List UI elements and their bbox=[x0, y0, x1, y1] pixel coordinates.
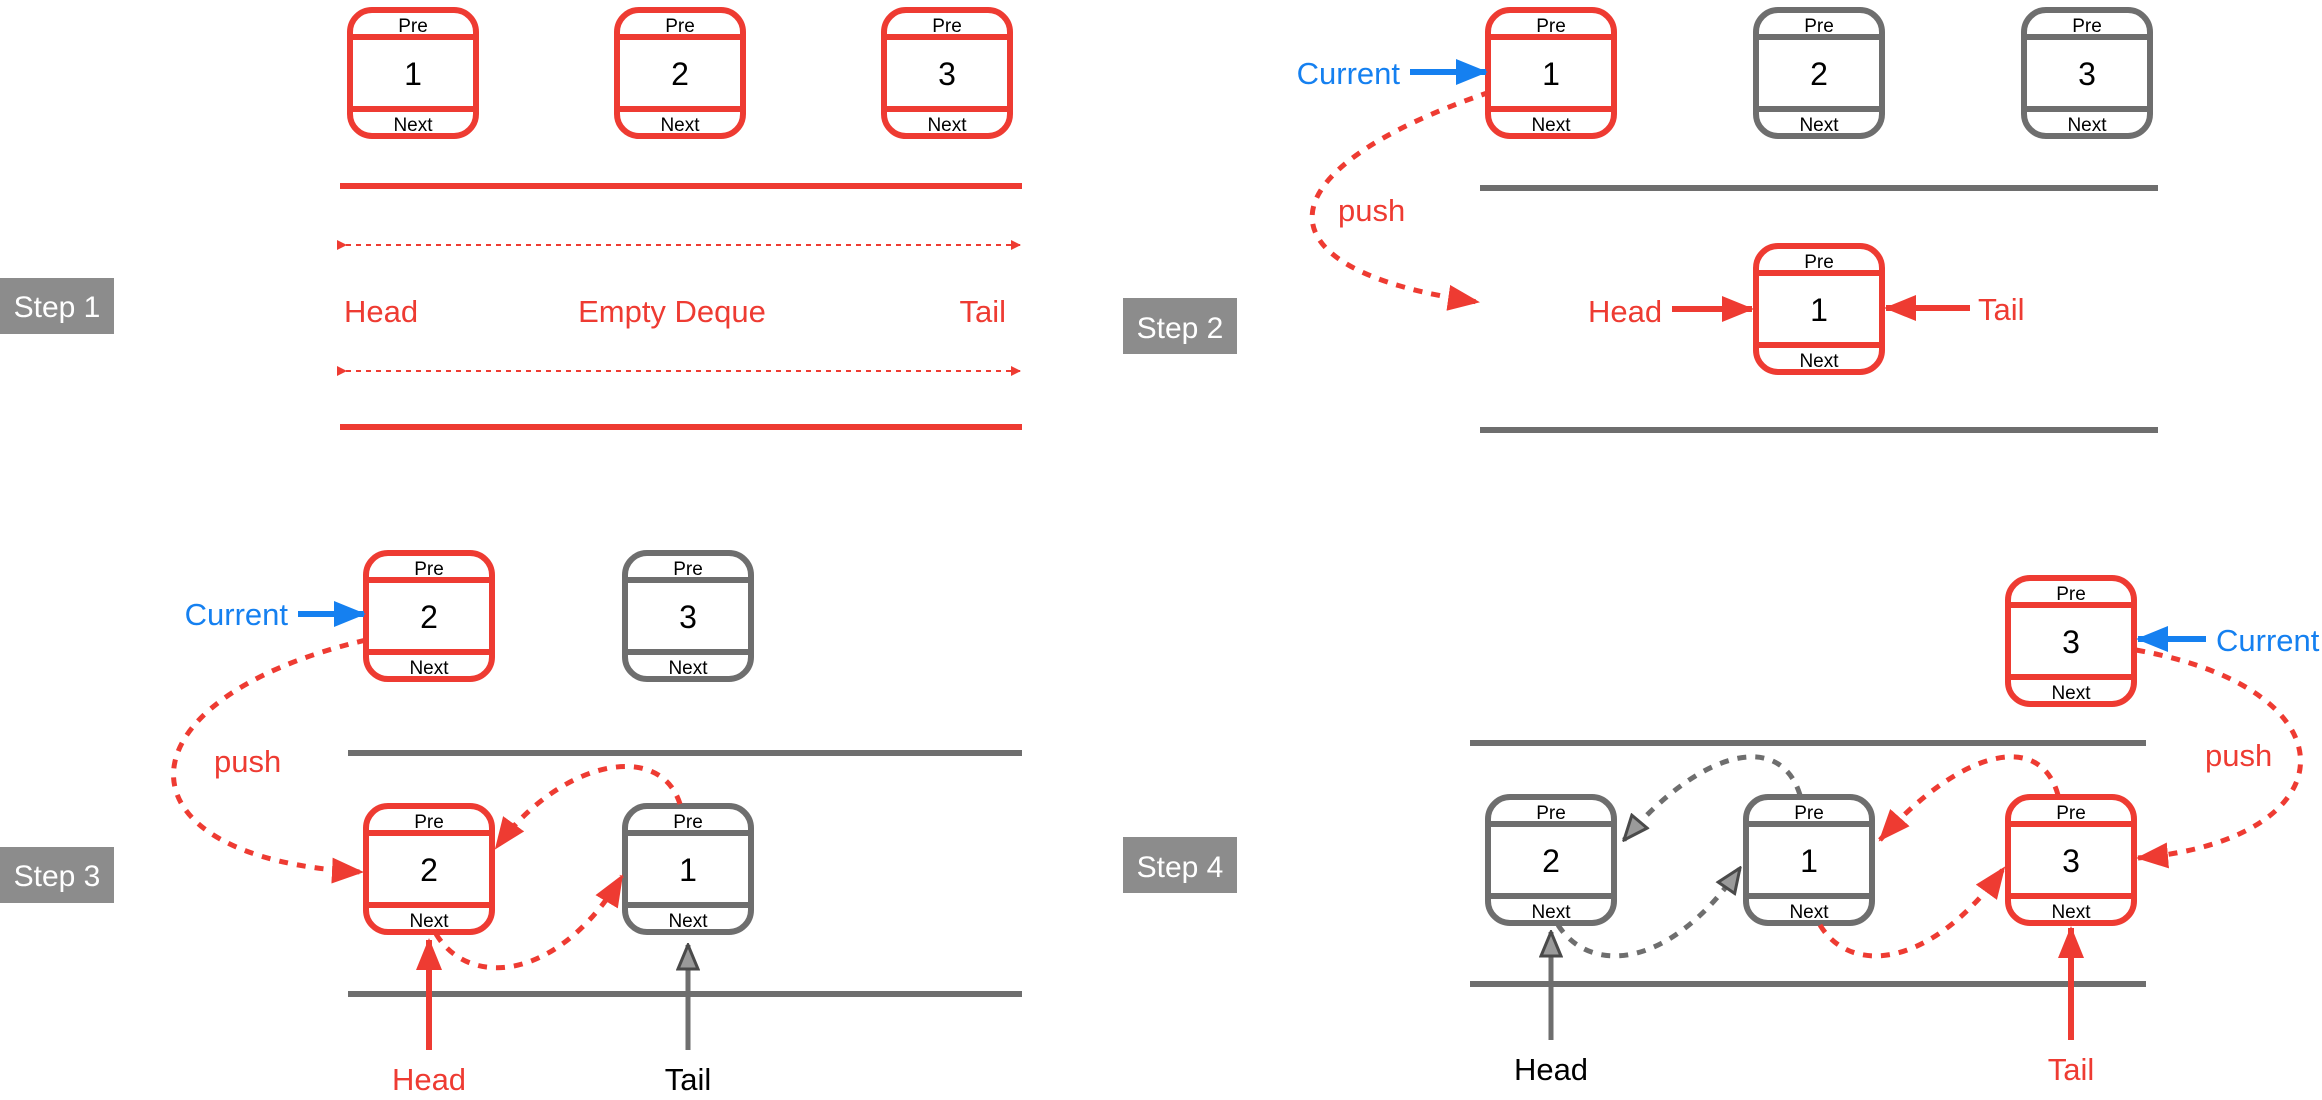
pre-link-arrow bbox=[493, 764, 683, 850]
step-label: Step 2 bbox=[1137, 312, 1224, 345]
node-value: 1 bbox=[1800, 843, 1818, 879]
node: Pre 1 Next bbox=[347, 7, 479, 139]
step-badge: Step 2 bbox=[1123, 298, 1237, 354]
node-value: 2 bbox=[420, 852, 438, 888]
node-next-label: Next bbox=[2051, 683, 2091, 704]
node-next-label: Next bbox=[409, 911, 449, 932]
push-label: push bbox=[1338, 193, 1405, 228]
node-pre-label: Pre bbox=[2072, 16, 2102, 37]
node-pre-label: Pre bbox=[1794, 803, 1824, 824]
step-1: Step 1 Pre 1 Next Pre 2 Next Pre 3 Next bbox=[0, 7, 1022, 430]
node: Pre 3 Next bbox=[2005, 575, 2137, 707]
node-pre-label: Pre bbox=[414, 559, 444, 580]
node: Pre 2 Next bbox=[614, 7, 746, 139]
node: Pre 1 Next bbox=[1753, 243, 1885, 375]
step-3: Step 3 Pre 2 Next Pre 3 Next Current pus… bbox=[0, 550, 1022, 1097]
node: Pre 3 Next bbox=[622, 550, 754, 682]
pre-link-arrow-gray bbox=[1624, 754, 1803, 840]
tail-label: Tail bbox=[2048, 1052, 2095, 1087]
node-value: 1 bbox=[404, 56, 422, 92]
node-next-label: Next bbox=[1531, 902, 1571, 923]
node-pre-label: Pre bbox=[1804, 16, 1834, 37]
tail-label: Tail bbox=[665, 1062, 712, 1097]
node-next-label: Next bbox=[660, 115, 700, 136]
head-label: Head bbox=[392, 1062, 466, 1097]
current-label: Current bbox=[185, 597, 289, 632]
step-2: Step 2 Pre 1 Next Pre 2 Next Pre 3 Next … bbox=[1123, 7, 2158, 433]
node: Pre 2 Next bbox=[1753, 7, 1885, 139]
step-4: Step 4 Pre 3 Next Current push Pre 2 Nex… bbox=[1123, 575, 2320, 1087]
next-link-arrow bbox=[433, 874, 625, 971]
empty-deque-label: Empty Deque bbox=[578, 294, 766, 329]
head-label: Head bbox=[344, 294, 418, 329]
node-next-label: Next bbox=[927, 115, 967, 136]
node-pre-label: Pre bbox=[1536, 803, 1566, 824]
node-pre-label: Pre bbox=[2056, 803, 2086, 824]
node: Pre 3 Next bbox=[881, 7, 1013, 139]
head-label: Head bbox=[1588, 294, 1662, 329]
node: Pre 2 Next bbox=[363, 803, 495, 935]
push-label: push bbox=[214, 744, 281, 779]
node: Pre 2 Next bbox=[363, 550, 495, 682]
head-label: Head bbox=[1514, 1052, 1588, 1087]
node: Pre 2 Next bbox=[1485, 794, 1617, 926]
node-pre-label: Pre bbox=[1536, 16, 1566, 37]
current-label: Current bbox=[1297, 56, 1401, 91]
tail-label: Tail bbox=[959, 294, 1006, 329]
node-value: 3 bbox=[2062, 843, 2080, 879]
step-label: Step 4 bbox=[1137, 851, 1224, 884]
node-next-label: Next bbox=[409, 658, 449, 679]
node-value: 1 bbox=[679, 852, 697, 888]
node-next-label: Next bbox=[393, 115, 433, 136]
step-badge: Step 4 bbox=[1123, 837, 1237, 893]
next-link-arrow-gray bbox=[1555, 868, 1740, 959]
node-value: 3 bbox=[2062, 624, 2080, 660]
step-label: Step 1 bbox=[14, 291, 101, 324]
node-next-label: Next bbox=[2067, 115, 2107, 136]
step-badge: Step 1 bbox=[0, 278, 114, 334]
pre-link-arrow bbox=[1878, 754, 2061, 842]
node-value: 2 bbox=[671, 56, 689, 92]
node-value: 1 bbox=[1810, 292, 1828, 328]
node-pre-label: Pre bbox=[932, 16, 962, 37]
node: Pre 1 Next bbox=[1743, 794, 1875, 926]
node-next-label: Next bbox=[2051, 902, 2091, 923]
node: Pre 3 Next bbox=[2005, 794, 2137, 926]
node-value: 2 bbox=[1542, 843, 1560, 879]
node-pre-label: Pre bbox=[414, 812, 444, 833]
node-value: 2 bbox=[1810, 56, 1828, 92]
push-label: push bbox=[2205, 738, 2272, 773]
node-value: 3 bbox=[679, 599, 697, 635]
node-pre-label: Pre bbox=[398, 16, 428, 37]
push-arrow bbox=[171, 637, 367, 884]
node: Pre 1 Next bbox=[622, 803, 754, 935]
node-next-label: Next bbox=[1799, 351, 1839, 372]
node: Pre 1 Next bbox=[1485, 7, 1617, 139]
node-pre-label: Pre bbox=[673, 812, 703, 833]
step-badge: Step 3 bbox=[0, 847, 114, 903]
node-next-label: Next bbox=[668, 658, 708, 679]
node-pre-label: Pre bbox=[2056, 584, 2086, 605]
node-value: 3 bbox=[2078, 56, 2096, 92]
node-next-label: Next bbox=[1799, 115, 1839, 136]
node-next-label: Next bbox=[1531, 115, 1571, 136]
node-value: 3 bbox=[938, 56, 956, 92]
tail-label: Tail bbox=[1978, 292, 2025, 327]
node-pre-label: Pre bbox=[1804, 252, 1834, 273]
node: Pre 3 Next bbox=[2021, 7, 2153, 139]
node-pre-label: Pre bbox=[673, 559, 703, 580]
push-arrow bbox=[1309, 89, 1491, 311]
node-value: 2 bbox=[420, 599, 438, 635]
current-label: Current bbox=[2216, 623, 2320, 658]
node-value: 1 bbox=[1542, 56, 1560, 92]
node-next-label: Next bbox=[1789, 902, 1829, 923]
next-link-arrow bbox=[1817, 866, 2007, 959]
step-label: Step 3 bbox=[14, 860, 101, 893]
node-pre-label: Pre bbox=[665, 16, 695, 37]
node-next-label: Next bbox=[668, 911, 708, 932]
